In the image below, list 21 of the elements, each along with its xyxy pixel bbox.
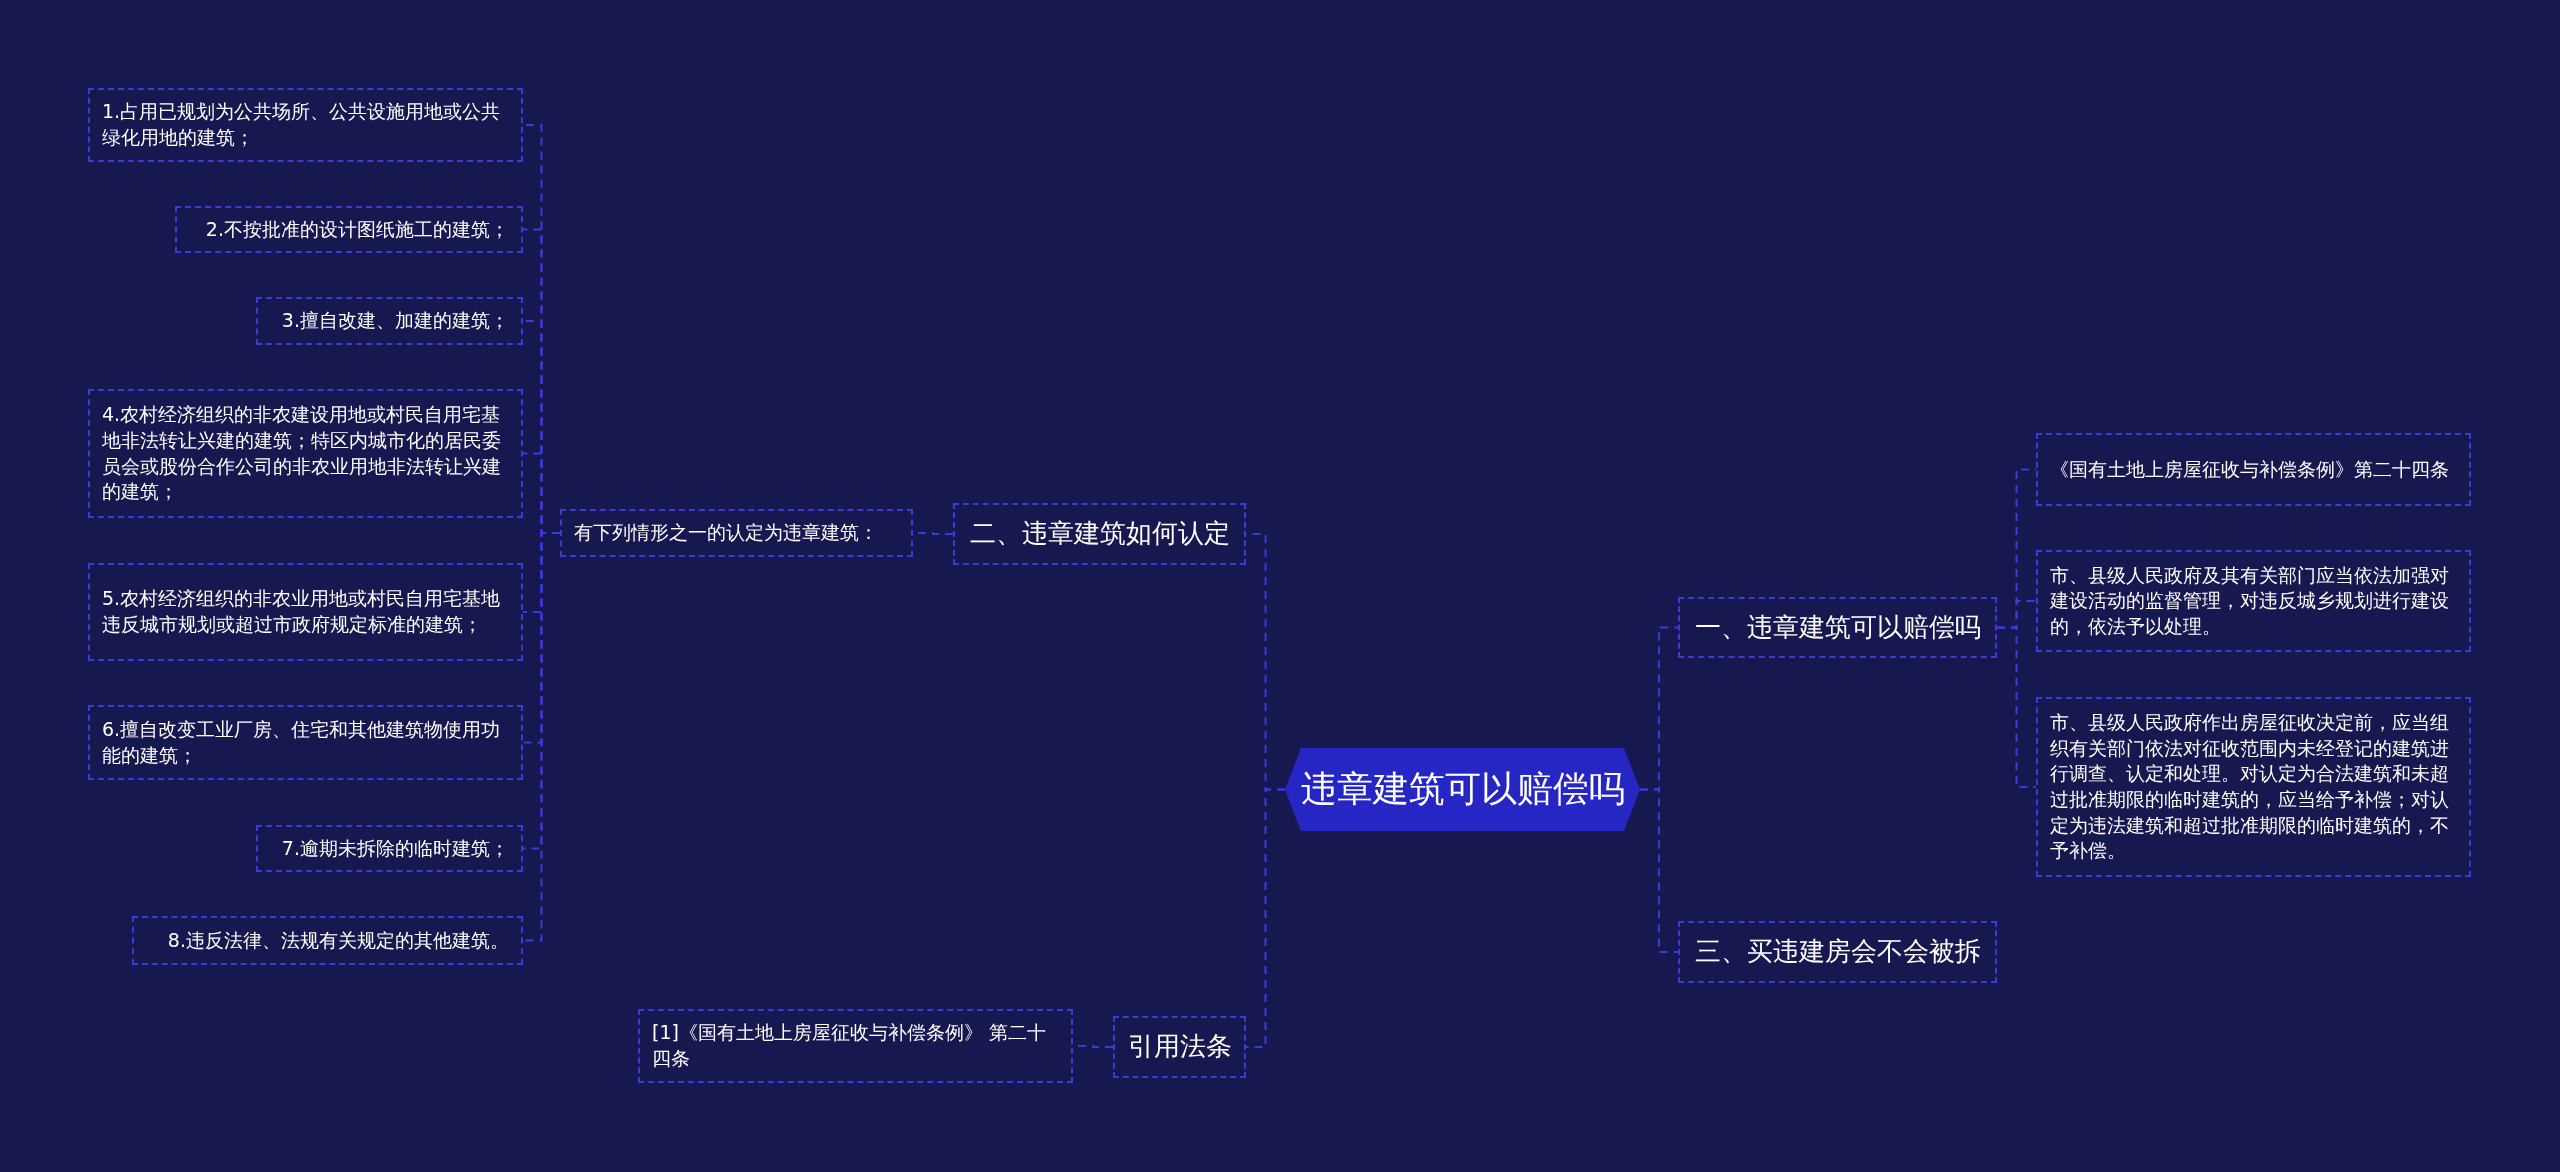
note-box: 7.逾期未拆除的临时建筑； bbox=[256, 825, 523, 872]
topic-box: 三、买违建房会不会被拆 bbox=[1678, 921, 1997, 983]
connector-line bbox=[1245, 788, 1286, 1048]
note-box: 2.不按批准的设计图纸施工的建筑； bbox=[175, 206, 523, 253]
topic-hexagon: 违章建筑可以赔偿吗 bbox=[1285, 748, 1640, 831]
note-box: 4.农村经济组织的非农建设用地或村民自用宅基地非法转让兴建的建筑；特区内城市化的居民委员会或股份合作公司的非农业用地非法转让兴建的建筑； bbox=[88, 389, 523, 518]
topic-box: 一、违章建筑可以赔偿吗 bbox=[1678, 597, 1997, 658]
topic-box: 二、违章建筑如何认定 bbox=[953, 503, 1246, 565]
connector-line bbox=[1996, 626, 2037, 788]
note-box: 6.擅自改变工业厂房、住宅和其他建筑物使用功能的建筑； bbox=[88, 705, 523, 780]
note-box: [1]《国有土地上房屋征收与补偿条例》 第二十四条 bbox=[638, 1009, 1073, 1083]
note-box: 有下列情形之一的认定为违章建筑： bbox=[560, 509, 913, 557]
note-box: 《国有土地上房屋征收与补偿条例》第二十四条 bbox=[2036, 433, 2471, 506]
note-box: 1.占用已规划为公共场所、公共设施用地或公共绿化用地的建筑； bbox=[88, 88, 523, 162]
topic-box: 引用法条 bbox=[1113, 1016, 1246, 1078]
note-box: 市、县级人民政府作出房屋征收决定前，应当组织有关部门依法对征收范围内未经登记的建筑进行调查、认定和处理。对认定为合法建筑和未超过批准期限的临时建筑的，应当给予补偿；对认定为违法建筑和超过批准期限的临时建筑的，不予补偿。 bbox=[2036, 697, 2471, 877]
note-box: 市、县级人民政府及其有关部门应当依法加强对建设活动的监督管理，对违反城乡规划进行建设的，依法予以处理。 bbox=[2036, 550, 2471, 652]
connector-line bbox=[1639, 788, 1679, 953]
note-box: 3.擅自改建、加建的建筑； bbox=[256, 297, 523, 345]
note-box: 5.农村经济组织的非农业用地或村民自用宅基地违反城市规划或超过市政府规定标准的建筑； bbox=[88, 563, 523, 661]
note-box: 8.违反法律、法规有关规定的其他建筑。 bbox=[132, 916, 523, 965]
